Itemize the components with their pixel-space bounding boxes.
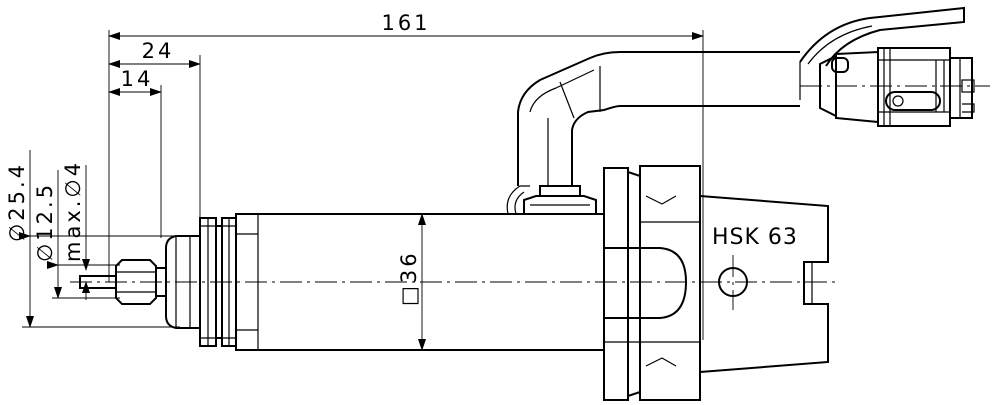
dimension-length-24: 24: [142, 39, 175, 63]
dimension-square-36: □36: [397, 250, 421, 306]
cable-assembly: [506, 6, 975, 215]
dimension-lines-left: [22, 150, 180, 328]
dimension-diameter-12-5: ∅12.5: [33, 182, 57, 262]
hsk-shank: [603, 165, 829, 401]
dimension-lines-top: [108, 30, 704, 340]
dimension-max-diameter-4: max.∅4: [61, 160, 85, 262]
dimension-length-14: 14: [121, 67, 154, 91]
probe-nose: [165, 217, 237, 347]
hsk-label: HSK 63: [712, 225, 798, 250]
dimension-overall-length: 161: [381, 11, 430, 35]
dimension-diameter-25-4: ∅25.4: [5, 162, 29, 242]
